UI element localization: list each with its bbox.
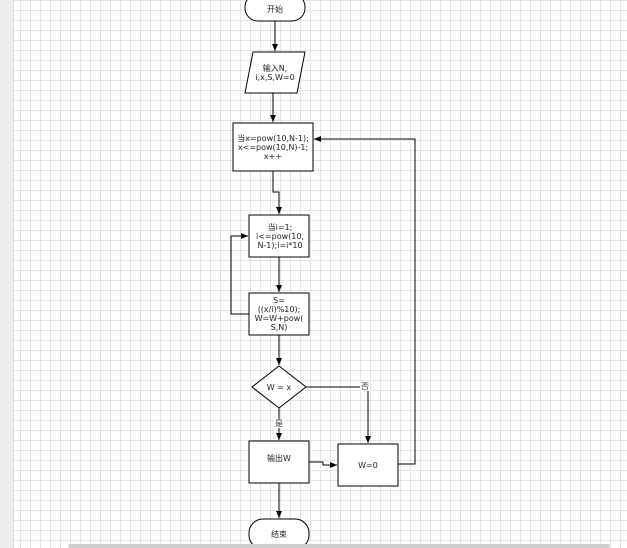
edge-outer-to-inner-loop (272, 171, 282, 214)
edge-reset-back-to-outer (314, 136, 416, 465)
edge-output-to-reset (309, 461, 337, 468)
input-label: 输入N, i,x,S,W=0 (255, 64, 295, 82)
end-label: 结束 (271, 529, 287, 539)
outer-loop-label: 当x=pow(10,N-1);x<=pow(10,N)-1;x++ (237, 133, 309, 161)
input-parallelogram[interactable] (244, 51, 306, 94)
edge-compute-back-to-inner (230, 233, 249, 315)
decision-label: W = x (266, 382, 292, 392)
reset-label: W=0 (358, 460, 378, 470)
compute-label: S= ((x/i)%10); W=W+pow( S,N) (254, 296, 304, 332)
horizontal-scrollbar[interactable] (68, 544, 610, 548)
start-label: 开始 (267, 4, 283, 14)
end-terminal[interactable] (248, 518, 310, 548)
reset-box[interactable] (337, 443, 399, 487)
left-toolbar-strip (0, 0, 14, 548)
inner-loop-label: 当i=1; i<=pow(10, N-1);i=i*10 (256, 222, 304, 250)
edge-decision-no (306, 386, 371, 443)
yes-branch-label: 是 (274, 419, 284, 428)
no-branch-label: 否 (360, 382, 370, 391)
output-label: 输出W (267, 453, 291, 463)
